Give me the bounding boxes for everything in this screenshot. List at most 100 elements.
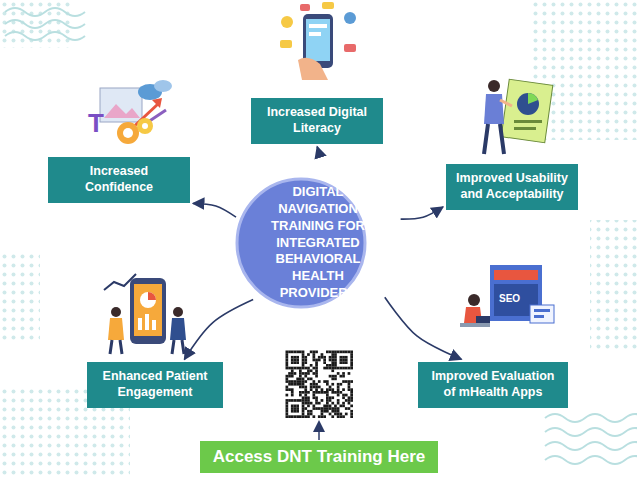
qr-module	[348, 367, 351, 370]
dot-field	[590, 220, 637, 350]
qr-module	[334, 361, 337, 364]
qr-module	[310, 413, 313, 416]
qr-module	[342, 361, 345, 364]
qr-module	[286, 351, 289, 354]
qr-module	[288, 351, 291, 354]
qr-module	[337, 394, 340, 397]
qr-module	[329, 407, 332, 410]
qr-module	[337, 399, 340, 402]
qr-module	[307, 367, 310, 370]
qr-module	[296, 405, 299, 408]
qr-code-ground	[283, 348, 355, 420]
qr-module	[348, 380, 351, 383]
qr-module	[304, 396, 307, 399]
qr-module	[334, 356, 337, 359]
qr-module	[326, 391, 329, 394]
qr-module	[342, 351, 345, 354]
qr-module	[307, 353, 310, 356]
qr-module	[321, 415, 324, 418]
qr-module	[337, 367, 340, 370]
qr-module	[326, 405, 329, 408]
qr-module	[323, 356, 326, 359]
qr-module	[315, 388, 318, 391]
qr-module	[350, 394, 353, 397]
qr-module	[331, 353, 334, 356]
qr-module	[288, 383, 291, 386]
qr-module	[286, 405, 289, 408]
qr-module	[321, 413, 324, 416]
qr-module	[291, 399, 294, 402]
qr-module	[334, 407, 337, 410]
qr-module	[291, 388, 294, 391]
qr-module	[296, 359, 299, 362]
qr-module	[323, 359, 326, 362]
qr-module	[286, 388, 289, 391]
qr-module	[329, 413, 332, 416]
qr-module	[302, 383, 305, 386]
qr-module	[288, 375, 291, 378]
qr-module	[318, 386, 321, 389]
qr-module	[321, 399, 324, 402]
qr-module	[313, 359, 316, 362]
qr-module	[350, 364, 353, 367]
node-text: DIGITAL NAVIGATION TRAINING FOR INTEGRAT…	[255, 184, 381, 302]
qr-module	[326, 380, 329, 383]
qr-module	[296, 410, 299, 413]
outcome-box: Improved Evaluation of mHealth Apps	[418, 362, 568, 407]
qr-module	[326, 402, 329, 405]
qr-module	[340, 415, 343, 418]
qr-module	[331, 388, 334, 391]
qr-module	[299, 380, 302, 383]
qr-module	[331, 410, 334, 413]
qr-module	[310, 364, 313, 367]
qr-module	[307, 391, 310, 394]
qr-module	[302, 407, 305, 410]
qr-module	[304, 407, 307, 410]
qr-module	[342, 402, 345, 405]
qr-module	[345, 361, 348, 364]
qr-module	[299, 394, 302, 397]
qr-module	[323, 391, 326, 394]
qr-module	[299, 372, 302, 375]
qr-module	[307, 405, 310, 408]
qr-module	[286, 415, 289, 418]
qr-module	[348, 351, 351, 354]
qr-module	[310, 378, 313, 381]
qr-module	[313, 394, 316, 397]
qr-module	[340, 367, 343, 370]
qr-module	[304, 361, 307, 364]
wave-lines	[5, 8, 637, 464]
qr-module	[302, 380, 305, 383]
qr-module	[318, 391, 321, 394]
qr-module	[350, 361, 353, 364]
connector-arrow	[317, 147, 318, 157]
qr-module	[331, 356, 334, 359]
icon-letter: T	[88, 110, 104, 136]
qr-module	[318, 359, 321, 362]
qr-module	[304, 359, 307, 362]
qr-module	[291, 394, 294, 397]
qr-module	[331, 378, 334, 381]
qr-module	[329, 359, 332, 362]
qr-module	[288, 372, 291, 375]
connector-arrow	[193, 203, 236, 217]
qr-module	[291, 361, 294, 364]
qr-module	[318, 356, 321, 359]
outcome-box: Increased Confidence	[48, 157, 190, 202]
qr-module	[348, 402, 351, 405]
qr-module	[334, 351, 337, 354]
qr-module	[329, 375, 332, 378]
qr-module	[334, 375, 337, 378]
qr-module	[345, 356, 348, 359]
qr-module	[348, 407, 351, 410]
qr-module	[350, 351, 353, 354]
qr-module	[342, 405, 345, 408]
qr-module	[302, 353, 305, 356]
qr-module	[291, 359, 294, 362]
qr-module	[296, 399, 299, 402]
qr-module	[302, 399, 305, 402]
qr-module	[350, 359, 353, 362]
qr-module	[340, 405, 343, 408]
qr-module	[326, 383, 329, 386]
